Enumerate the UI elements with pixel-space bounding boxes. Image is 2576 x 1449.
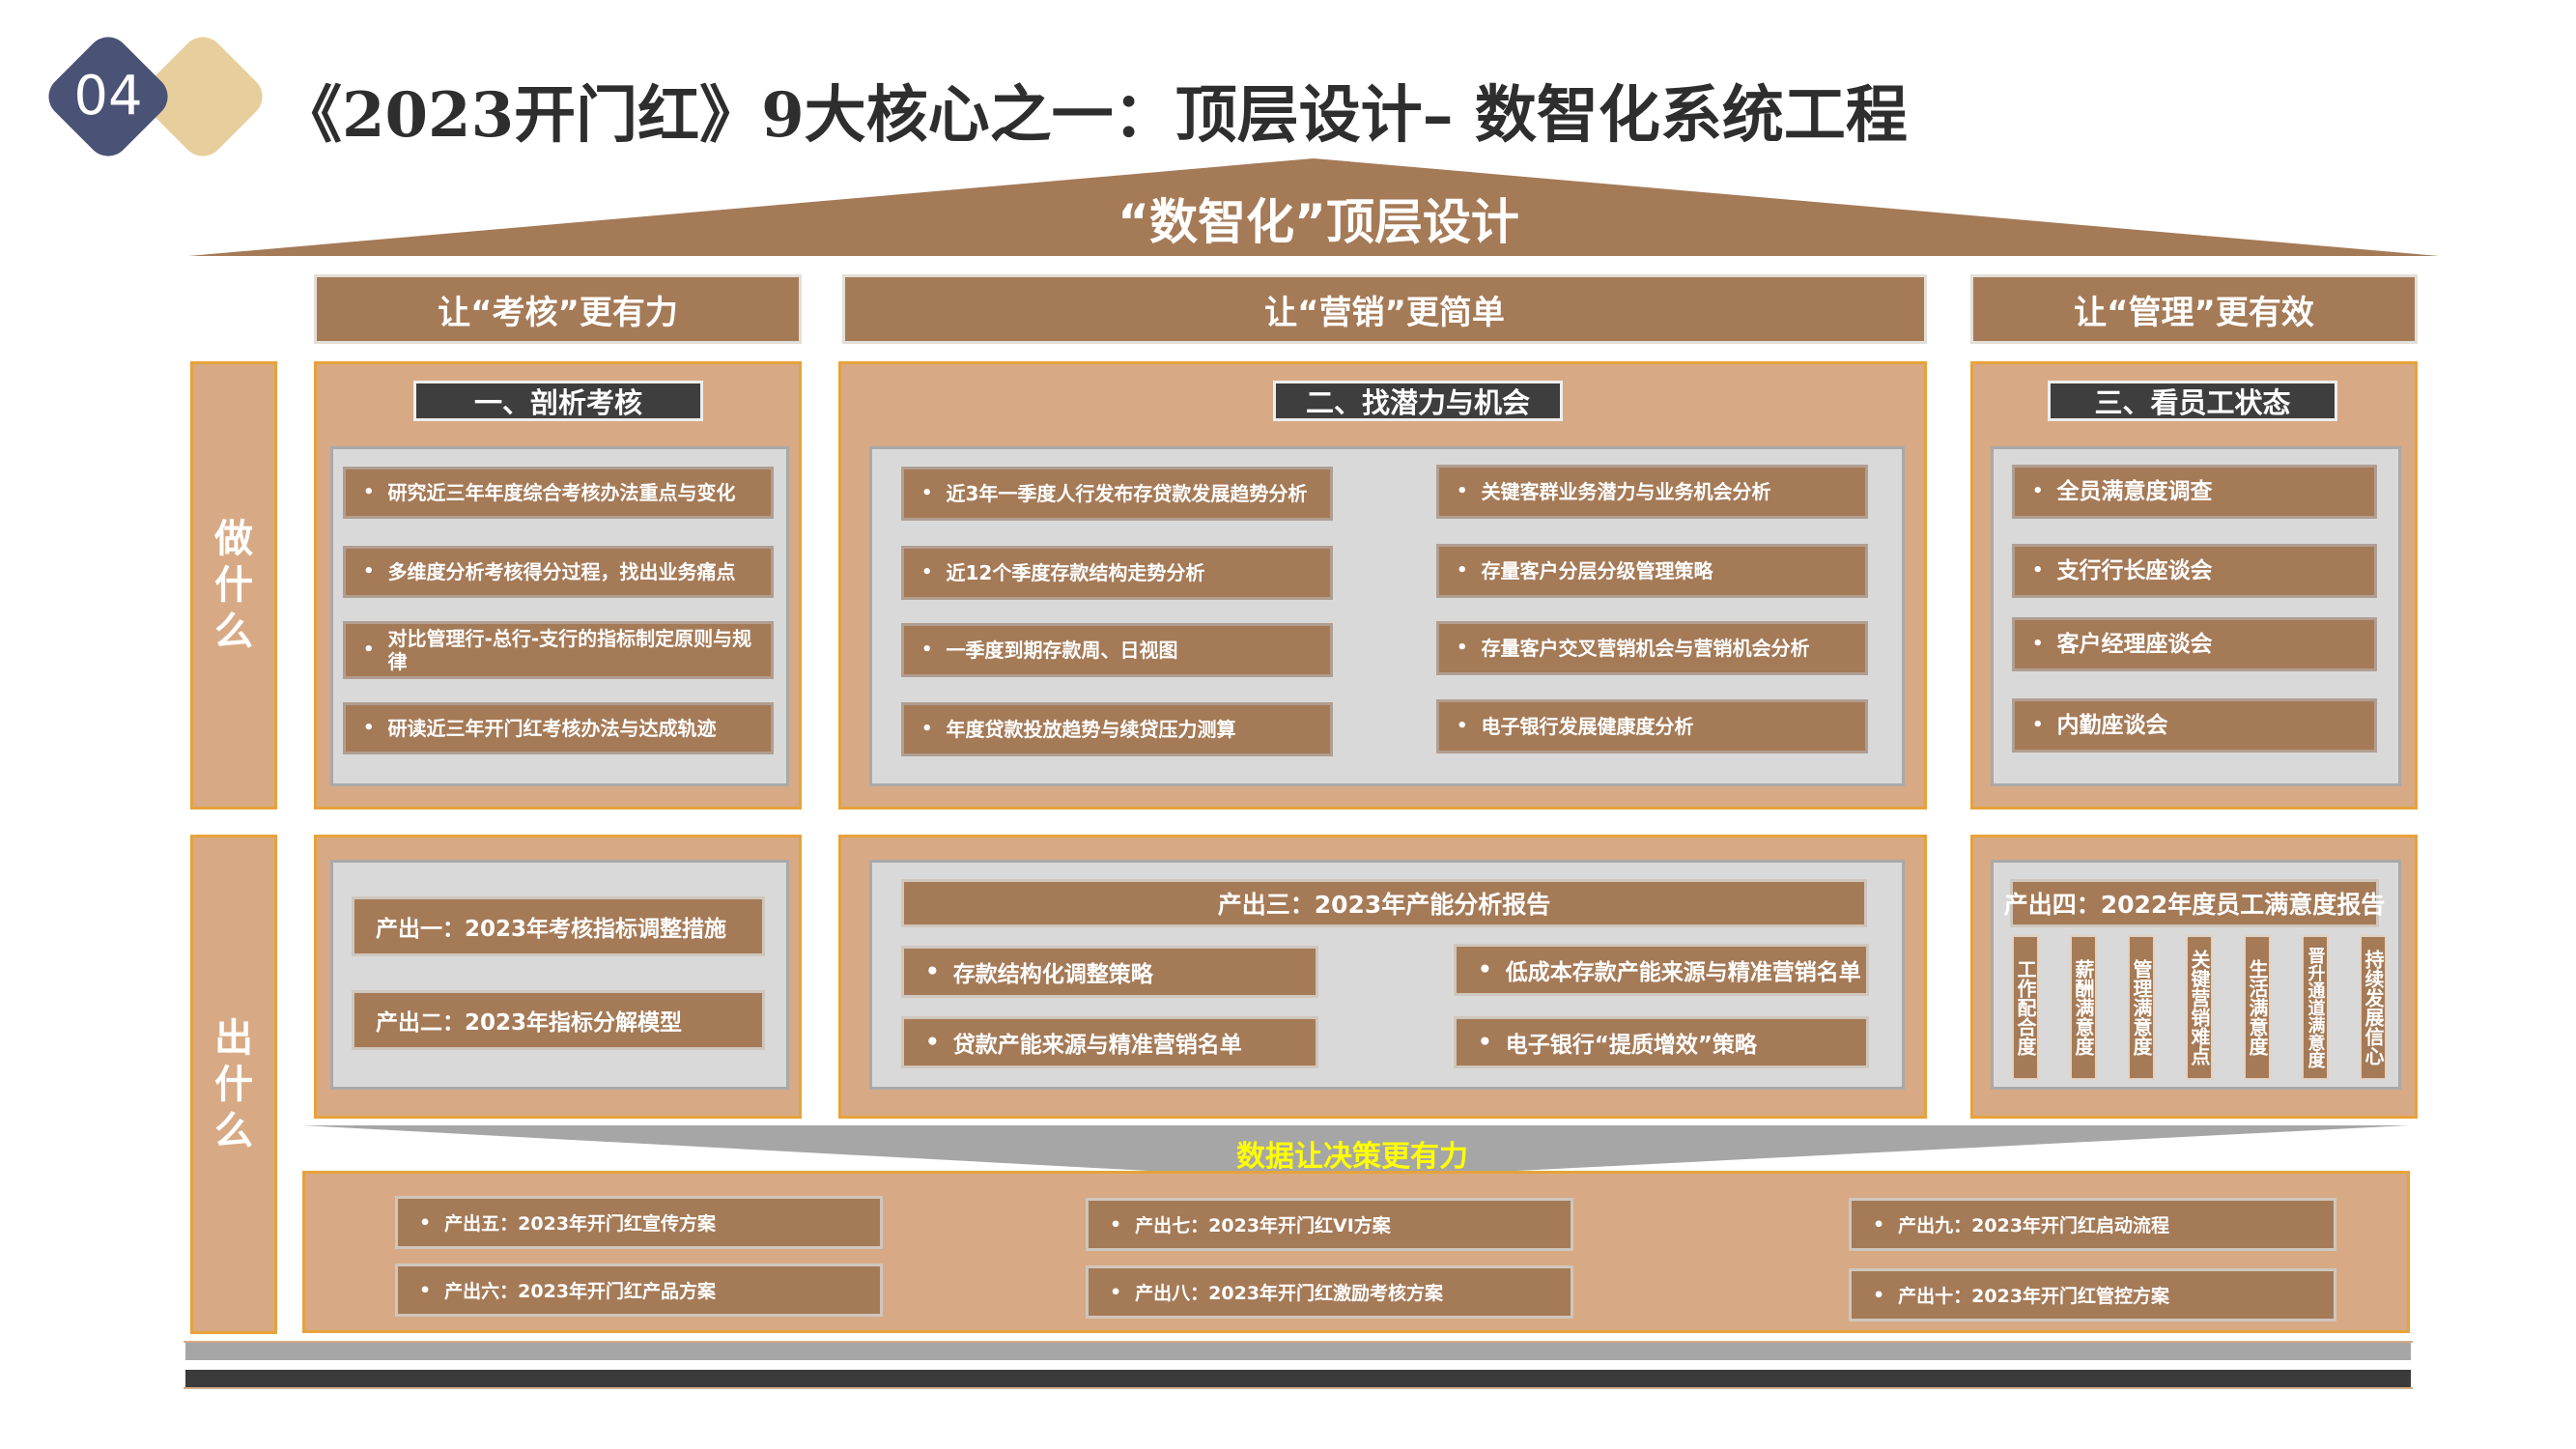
bullet: •	[363, 718, 375, 738]
bullet: •	[363, 482, 375, 502]
list-item: •年度贷款投放趋势与续贷压力测算	[901, 702, 1333, 756]
satisfaction-dimension: 生活满意度	[2244, 935, 2271, 1080]
list-item: •全员满意度调查	[2012, 465, 2377, 519]
bullet: •	[1478, 957, 1492, 982]
list-item: •电子银行发展健康度分析	[1436, 699, 1868, 753]
bullet: •	[2032, 715, 2044, 735]
list-item: •对比管理行-总行-支行的指标制定原则与规律	[343, 621, 774, 679]
list-item: •一季度到期存款周、日视图	[901, 623, 1333, 677]
output-item: •贷款产能来源与精准营销名单	[901, 1016, 1318, 1068]
list-item: •关键客群业务潜力与业务机会分析	[1436, 465, 1868, 519]
bullet: •	[1873, 1284, 1885, 1306]
satisfaction-dimension: 持续发展信心	[2360, 935, 2387, 1080]
roof-shape	[188, 158, 2439, 256]
list-item: •存量客户分层分级管理策略	[1436, 544, 1868, 598]
bullet: •	[921, 719, 933, 739]
list-item: •近12个季度存款结构走势分析	[901, 546, 1333, 600]
output-item: •存款结构化调整策略	[901, 946, 1318, 998]
satisfaction-dimension: 薪酬满意度	[2070, 935, 2097, 1080]
output-report-title: 产出三：2023年产能分析报告	[901, 879, 1867, 927]
bullet: •	[2032, 560, 2044, 581]
list-item: •多维度分析考核得分过程，找出业务痛点	[343, 546, 774, 598]
list-item: •支行行长座谈会	[2012, 544, 2377, 598]
list-item: •研究近三年年度综合考核办法重点与变化	[343, 467, 774, 519]
roof-title: “数智化”顶层设计	[1118, 194, 1519, 250]
satisfaction-dimension: 工作配合度	[2012, 935, 2039, 1080]
output-item: •产出十：2023年开门红管控方案	[1849, 1268, 2336, 1321]
output-item: 产出二：2023年指标分解模型	[352, 990, 765, 1050]
bullet: •	[363, 639, 375, 660]
bullet: •	[921, 639, 933, 660]
bullet: •	[1457, 638, 1468, 658]
bullet: •	[1457, 560, 1468, 581]
foundation-bar-gray	[185, 1343, 2411, 1360]
foundation-border	[184, 1341, 2413, 1389]
output-item: •产出九：2023年开门红启动流程	[1849, 1198, 2336, 1251]
bullet: •	[419, 1211, 432, 1234]
banner-text: 数据让决策更有力	[1236, 1140, 1468, 1174]
side-label-what-to-output: 出 什 么	[190, 835, 277, 1334]
inner-box-output-assessment	[330, 860, 789, 1090]
side-label-char: 什	[214, 1062, 253, 1107]
side-label-what-to-do: 做 什 么	[190, 361, 277, 810]
pillar-header-marketing: 让“营销”更简单	[842, 274, 1927, 344]
side-label-char: 么	[214, 1108, 253, 1153]
satisfaction-dimension: 管理满意度	[2128, 935, 2155, 1080]
bullet: •	[1873, 1213, 1885, 1236]
output-item: •产出六：2023年开门红产品方案	[395, 1264, 883, 1317]
satisfaction-dimension: 晋升通道满意度	[2302, 935, 2329, 1080]
satisfaction-dimension: 关键营销难点	[2186, 935, 2213, 1080]
bullet: •	[419, 1279, 432, 1301]
output-item: •低成本存款产能来源与精准营销名单	[1454, 944, 1869, 996]
output-item: •电子银行“提质增效”策略	[1454, 1016, 1869, 1068]
side-label-char: 做	[214, 517, 253, 561]
bullet: •	[1478, 1030, 1492, 1055]
section-number: 04	[73, 65, 143, 128]
side-label-char: 么	[214, 610, 253, 654]
bullet: •	[921, 562, 933, 582]
list-item: •研读近三年开门红考核办法与达成轨迹	[343, 702, 774, 754]
output-report-title: 产出四：2022年度员工满意度报告	[2004, 879, 2385, 927]
foundation-bar-dark	[185, 1370, 2411, 1387]
list-item: •近3年一季度人行发布存贷款发展趋势分析	[901, 467, 1333, 521]
bullet: •	[925, 1030, 940, 1055]
bullet: •	[1110, 1281, 1122, 1303]
bullet: •	[363, 561, 375, 582]
side-label-char: 什	[214, 563, 253, 608]
list-item: •内勤座谈会	[2012, 698, 2377, 753]
side-label-char: 出	[214, 1015, 253, 1061]
bullet: •	[2032, 634, 2044, 654]
pillar-header-assessment: 让“考核”更有力	[314, 274, 802, 344]
output-item: •产出五：2023年开门红宣传方案	[395, 1196, 883, 1249]
bullet: •	[921, 483, 933, 503]
bullet: •	[1457, 716, 1468, 736]
bullet: •	[1110, 1213, 1122, 1236]
banner-chevron-shape	[302, 1125, 2410, 1180]
list-item: •存量客户交叉营销机会与营销机会分析	[1436, 621, 1868, 675]
output-item: •产出八：2023年开门红激励考核方案	[1086, 1265, 1573, 1319]
list-item: •客户经理座谈会	[2012, 617, 2377, 671]
bullet: •	[925, 959, 940, 984]
bullet: •	[2032, 481, 2044, 501]
output-item: •产出七：2023年开门红VI方案	[1086, 1198, 1573, 1251]
pillar-header-management: 让“管理”更有效	[1970, 274, 2418, 344]
section-title-management: 三、看员工状态	[2048, 381, 2337, 421]
section-title-assessment: 一、剖析考核	[413, 381, 703, 421]
output-item: 产出一：2023年考核指标调整措施	[352, 896, 765, 956]
bullet: •	[1457, 481, 1468, 501]
section-title-marketing: 二、找潜力与机会	[1273, 381, 1563, 421]
page-title: 《2023开门红》9大核心之一：顶层设计– 数智化系统工程	[280, 79, 1908, 152]
